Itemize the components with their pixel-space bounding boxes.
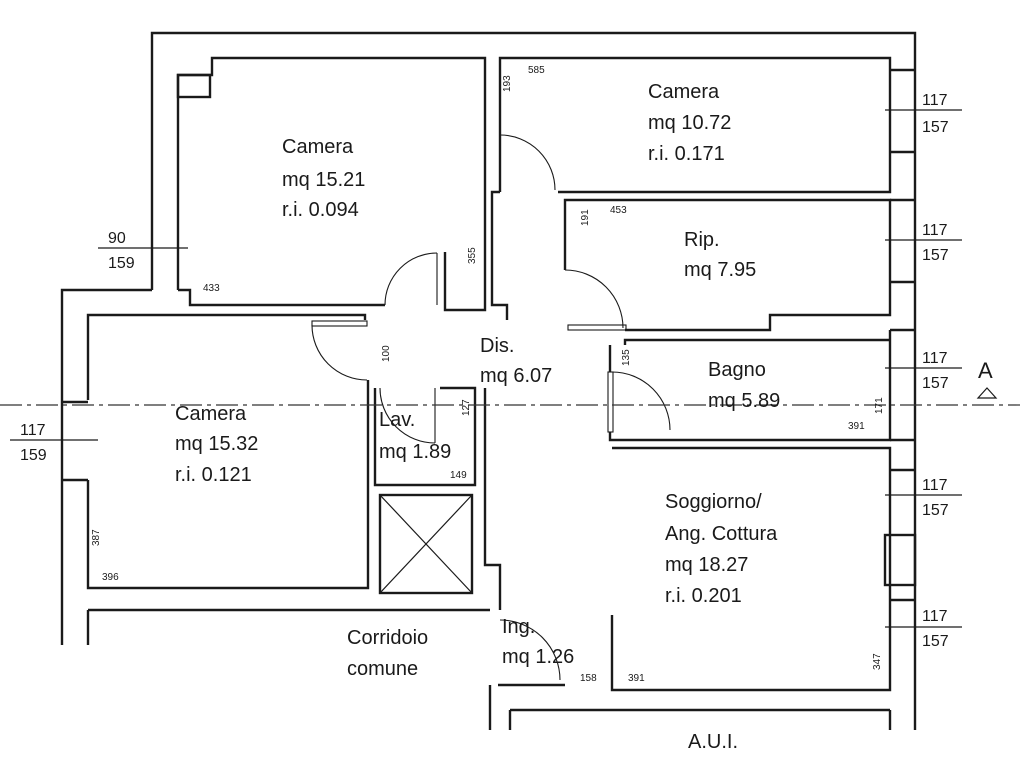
window-3-bottom: 157 [922, 375, 949, 392]
section-marker-label: A [978, 358, 993, 383]
shaft-x2 [379, 494, 473, 594]
dim-191: 191 [580, 209, 591, 226]
rip-area: mq 7.95 [684, 259, 756, 281]
window-1-top: 117 [922, 92, 948, 109]
soggiorno-ri: r.i. 0.201 [665, 585, 742, 607]
bagno-name: Bagno [708, 359, 766, 381]
dim-158: 158 [580, 673, 597, 684]
window-7-top: 117 [20, 422, 46, 439]
camera-ne-ri: r.i. 0.171 [648, 143, 725, 165]
window-markers: 117 157 117 157 117 157 117 157 117 157 … [10, 92, 962, 650]
section-marker-arrow [976, 387, 998, 399]
soggiorno-area: mq 18.27 [665, 554, 748, 576]
aui-label: A.U.I. [688, 731, 738, 753]
walls [60, 31, 917, 730]
window-5-top: 117 [922, 608, 948, 625]
corridoio-line1: Corridoio [347, 627, 428, 649]
door-bagno [611, 371, 671, 431]
outer-wall-west-upper [60, 288, 152, 645]
dim-396: 396 [102, 572, 119, 583]
dim-127: 127 [461, 399, 472, 416]
window-1-bottom: 157 [922, 119, 949, 136]
door-rip-leaf [567, 324, 627, 331]
lav-name: Lav. [379, 409, 415, 431]
rip-name: Rip. [684, 229, 720, 251]
dim-433: 433 [203, 283, 220, 294]
ing-area: mq 1.26 [502, 646, 574, 668]
lav-wall [373, 386, 477, 487]
camera-w-name: Camera [175, 403, 247, 425]
ing-name: Ing. [502, 616, 535, 638]
door-camera-w [311, 324, 368, 381]
door-lav [379, 387, 436, 444]
dis-area: mq 6.07 [480, 365, 552, 387]
dim-347: 347 [872, 653, 883, 670]
camera-nw-wall-bottom [178, 288, 385, 307]
dis-partition [490, 190, 509, 320]
camera-nw-closet [176, 73, 212, 99]
dim-355: 355 [467, 247, 478, 264]
dim-391-bagno: 391 [848, 421, 865, 432]
camera-w-wall-right [86, 380, 370, 590]
bagno-area: mq 5.89 [708, 390, 780, 412]
camera-w-wall [86, 313, 367, 400]
doors [311, 134, 671, 681]
shaft [378, 493, 474, 595]
door-camera-ne [499, 134, 556, 191]
window-3-top: 117 [922, 350, 948, 367]
camera-ne-area: mq 10.72 [648, 112, 731, 134]
dim-391-soggiorno: 391 [628, 673, 645, 684]
window-2-top: 117 [922, 222, 948, 239]
dim-149: 149 [450, 470, 467, 481]
window-4-top: 117 [922, 477, 948, 494]
door-bagno-leaf [607, 371, 614, 433]
window-6-bottom: 159 [108, 255, 135, 272]
soggiorno-name-line1: Soggiorno/ [665, 491, 762, 513]
window-2-bottom: 157 [922, 247, 949, 264]
dim-135: 135 [621, 349, 632, 366]
room-dimensions: 193 585 191 453 355 433 100 135 127 171 … [91, 65, 885, 684]
rip-wall [563, 198, 892, 332]
soggiorno-niche [883, 533, 917, 587]
door-camera-w-leaf [311, 320, 368, 327]
dim-100: 100 [381, 345, 392, 362]
dim-193: 193 [502, 75, 513, 92]
dim-453: 453 [610, 205, 627, 216]
dim-171: 171 [874, 397, 885, 414]
dis-name: Dis. [480, 335, 514, 357]
lav-wall-ext [483, 388, 502, 610]
window-6-top: 90 [108, 230, 126, 247]
dim-387: 387 [91, 529, 102, 546]
bagno-wall-bottom [608, 330, 892, 442]
door-rip [564, 269, 624, 329]
camera-ne-wall [498, 56, 892, 194]
soggiorno-name-line2: Ang. Cottura [665, 523, 778, 545]
door-ing [499, 619, 561, 681]
window-7-bottom: 159 [20, 447, 47, 464]
soggiorno-wall [610, 446, 892, 692]
door-camera-nw [384, 252, 438, 306]
camera-w-ri: r.i. 0.121 [175, 464, 252, 486]
corridoio-line2: comune [347, 658, 418, 680]
bagno-wall-top [623, 338, 890, 345]
room-labels: Camera mq 10.72 r.i. 0.171 Camera mq 15.… [175, 81, 780, 753]
window-5-bottom: 157 [922, 633, 949, 650]
dim-585: 585 [528, 65, 545, 76]
camera-w-area: mq 15.32 [175, 433, 258, 455]
camera-nw-area: mq 15.21 [282, 169, 365, 191]
window-4-bottom: 157 [922, 502, 949, 519]
camera-nw-ri: r.i. 0.094 [282, 199, 359, 221]
camera-ne-name: Camera [648, 81, 720, 103]
camera-nw-name: Camera [282, 136, 354, 158]
lav-area: mq 1.89 [379, 441, 451, 463]
outer-wall-north-outer [150, 31, 917, 730]
